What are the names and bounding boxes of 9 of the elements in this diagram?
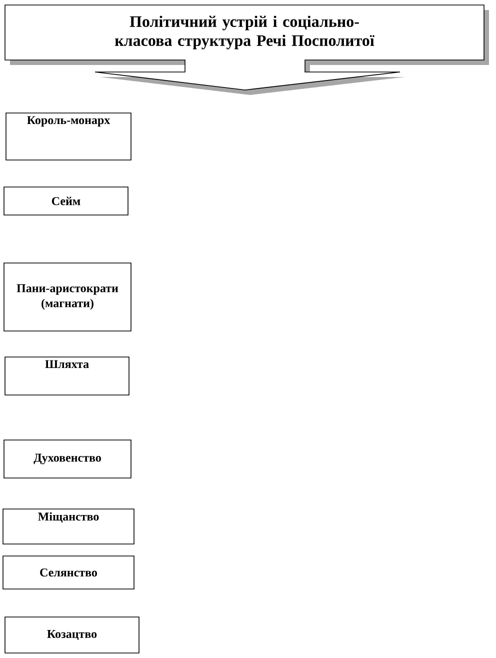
callout-box: Політичний устрій і соціально-класова структура Речі Посполитої	[4, 4, 489, 95]
class-box: Селянство	[2, 556, 134, 590]
class-box: Король-монарх	[6, 112, 132, 160]
class-box: Пани-аристократи (магнати)	[4, 262, 132, 332]
class-box: Сейм	[4, 186, 128, 216]
class-box: Духовенство	[4, 440, 132, 478]
class-box: Козацтво	[4, 616, 140, 654]
class-box: Шляхта	[4, 356, 130, 396]
class-box: Міщанство	[2, 508, 134, 544]
